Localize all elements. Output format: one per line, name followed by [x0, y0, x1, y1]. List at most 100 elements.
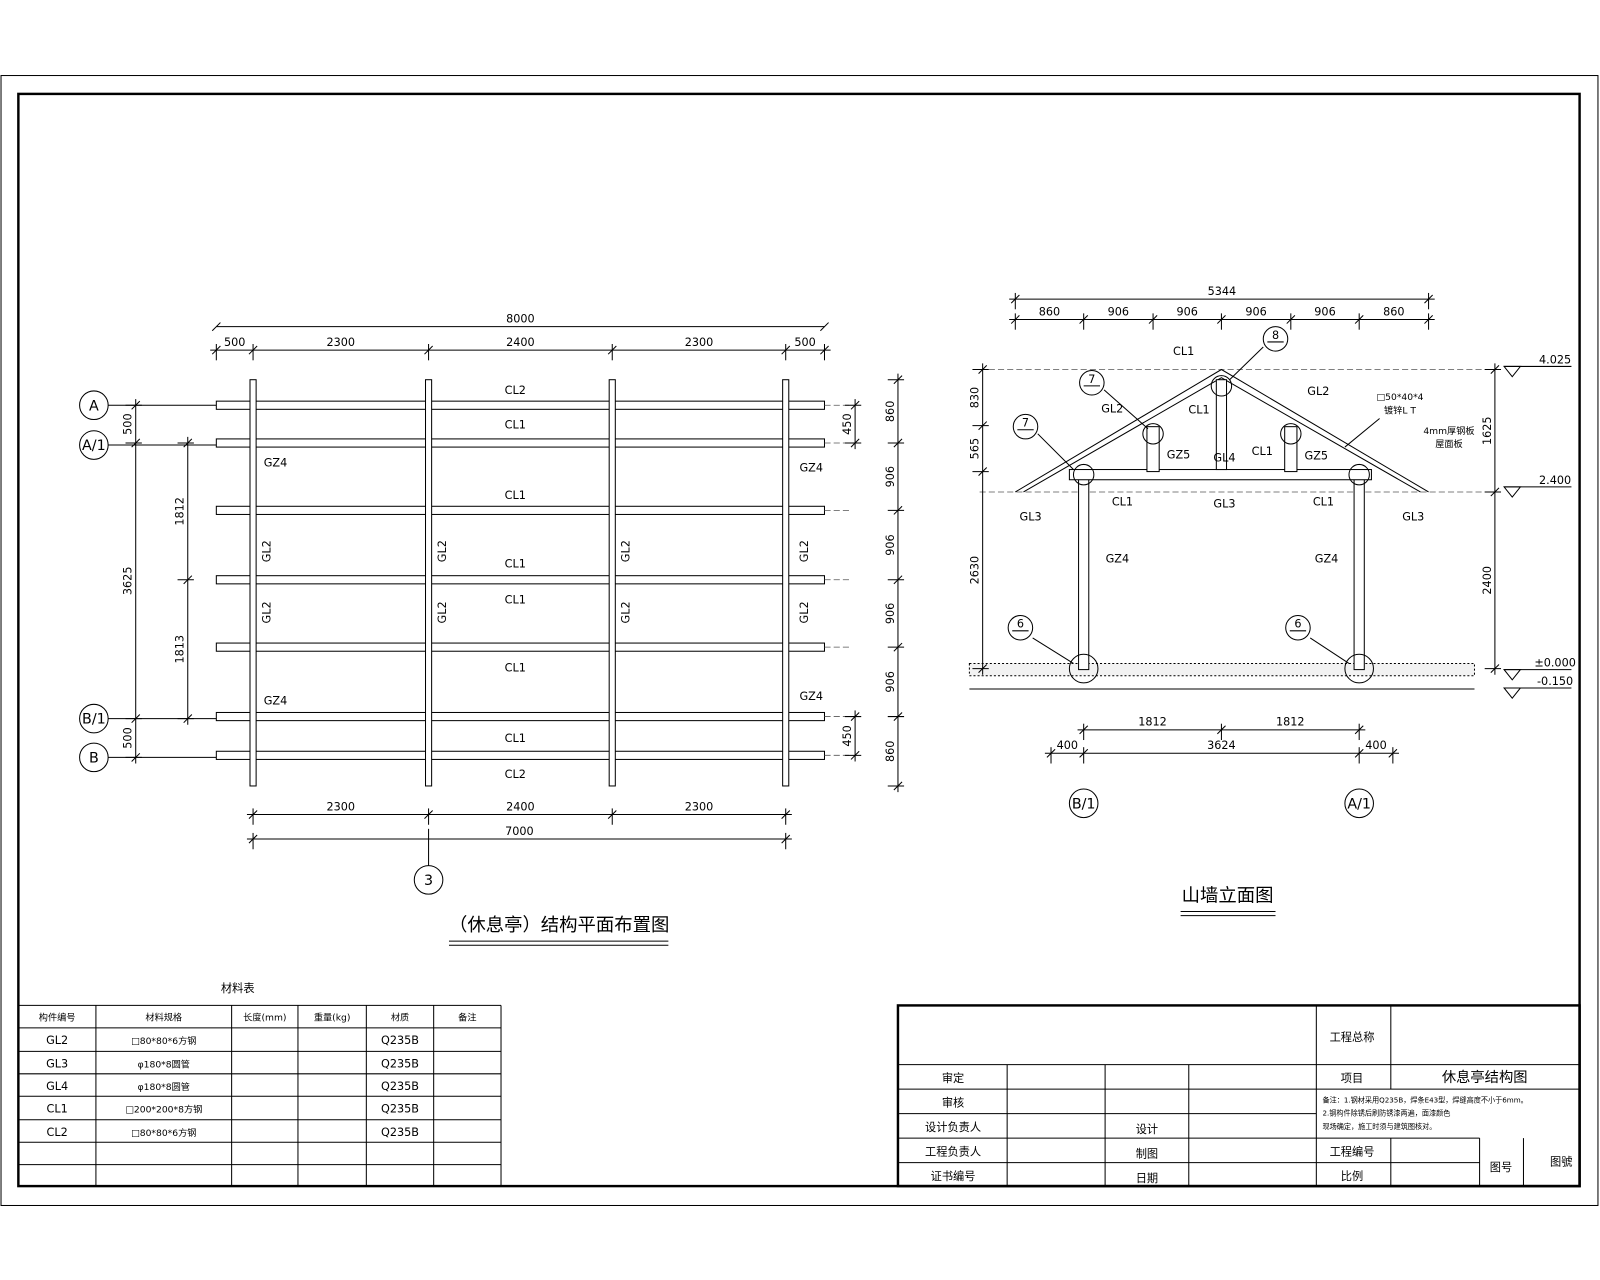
dim-top-text: 2300 — [327, 336, 356, 349]
beam-gl3 — [1068, 469, 1372, 481]
dim-top-total-text: 5344 — [1208, 285, 1237, 298]
dim-top-text: 906 — [1177, 305, 1198, 318]
member-label: GL2 — [1101, 402, 1123, 415]
dim-right-text: 860 — [884, 401, 897, 422]
member-label: CL2 — [505, 768, 526, 781]
beam — [215, 642, 825, 652]
member-label: CL1 — [1173, 345, 1194, 358]
table-cell: Q235B — [381, 1126, 419, 1139]
dim-right-text: 2400 — [1481, 566, 1494, 595]
tb-note1: 备注：1.钢材采用Q235B，焊条E43型，焊缝高度不小于6mm。 — [1322, 1095, 1527, 1104]
dim-top-text: 500 — [794, 336, 815, 349]
detail-circle — [1348, 463, 1370, 486]
dim-right-text: 906 — [884, 603, 897, 624]
member-label: CL1 — [505, 558, 526, 571]
member-label: GL2 — [260, 540, 273, 562]
dim-right-text: 906 — [884, 671, 897, 692]
level-text: 2.400 — [1539, 474, 1571, 487]
note-plate-material: 屋面板 — [1435, 438, 1463, 450]
tb-cert-no: 证书编号 — [931, 1169, 976, 1183]
table-cell: Q235B — [381, 1080, 419, 1093]
note-tube: □50*40*4 — [1376, 392, 1423, 403]
detail-mark-number: 7 — [1022, 417, 1029, 430]
axis-a1-label: A/1 — [1347, 796, 1371, 812]
table-cell: GL4 — [46, 1080, 68, 1093]
dim-tick — [211, 322, 221, 332]
dim-left-inner-text: 1813 — [174, 635, 187, 664]
table-cell: □200*200*8方钢 — [125, 1104, 202, 1116]
table-title: 材料表 — [221, 981, 255, 995]
table-cell: Q235B — [381, 1058, 419, 1071]
member-label: GL2 — [620, 601, 633, 623]
detail-circle — [1210, 375, 1233, 397]
dim-top-text: 906 — [1314, 305, 1335, 318]
table-cell: Q235B — [381, 1103, 419, 1116]
roof-outer — [1015, 368, 1429, 493]
column — [782, 379, 790, 787]
dim-left-text: 3625 — [122, 567, 135, 596]
dim-bottom-total-text: 7000 — [505, 825, 534, 838]
tb-design: 设计 — [1136, 1123, 1158, 1136]
dim-top-text: 906 — [1108, 305, 1129, 318]
tb-item-value: 休息亭结构图 — [1442, 1068, 1528, 1086]
dim-left-text: 500 — [122, 727, 135, 748]
sheet-border-outer — [0, 75, 1599, 1206]
member-label: GL3 — [1213, 497, 1235, 510]
detail-mark — [1262, 326, 1289, 352]
member-label: GZ4 — [264, 694, 288, 707]
dim-right-text: 906 — [884, 466, 897, 487]
title-block-border — [896, 1004, 1581, 1188]
detail-circle — [1280, 423, 1302, 445]
sheet-border-inner — [17, 92, 1581, 1188]
tb-design-lead: 设计负责人 — [925, 1120, 981, 1134]
dim-total-text: 8000 — [506, 313, 535, 326]
dim-right-inner-text: 450 — [841, 725, 854, 746]
tb-item-label: 项目 — [1341, 1072, 1363, 1085]
column-gz4 — [1078, 475, 1090, 671]
column — [249, 379, 257, 787]
table-cell: GL3 — [46, 1058, 68, 1071]
dim-bottom-text: 2400 — [506, 800, 535, 813]
member-label: GL2 — [798, 540, 811, 562]
leader — [1229, 346, 1264, 381]
dim-top-text: 860 — [1383, 305, 1404, 318]
dim-bottom-text: 3624 — [1207, 739, 1236, 752]
tb-note2: 2.钢构件除锈后刷防锈漆两遍，面漆颜色 — [1322, 1109, 1450, 1118]
tb-approve: 审定 — [942, 1071, 964, 1085]
member-label: GZ5 — [1167, 448, 1191, 461]
table-cell: Q235B — [381, 1034, 419, 1047]
member-label: GZ4 — [799, 462, 823, 475]
axis-a1-label: A/1 — [82, 438, 106, 454]
tb-date: 日期 — [1136, 1172, 1158, 1185]
level-text: -0.150 — [1537, 675, 1573, 688]
member-label: CL1 — [505, 419, 526, 432]
table-header: 材料规格 — [145, 1012, 182, 1024]
member-label: CL2 — [505, 384, 526, 397]
dim-bottom-text: 2300 — [327, 800, 356, 813]
table-cell: CL1 — [47, 1103, 68, 1116]
detail-mark — [1012, 413, 1039, 440]
axis-b-label: B — [89, 750, 99, 766]
detail-circle — [1068, 653, 1099, 684]
detail-mark-number: 6 — [1017, 618, 1024, 631]
dim-left-text: 565 — [969, 438, 982, 459]
dim-bottom-inner-text: 1812 — [1138, 716, 1167, 729]
tb-drafting: 制图 — [1136, 1148, 1158, 1161]
table-header: 长度(mm) — [243, 1012, 286, 1024]
note-tube-material: 镀锌L T — [1384, 404, 1416, 416]
member-label: CL1 — [505, 593, 526, 606]
detail-circle — [1072, 463, 1095, 486]
table-cell: φ180*8圆管 — [138, 1059, 190, 1071]
detail-mark — [1079, 370, 1105, 396]
roof-inner — [1023, 377, 1421, 493]
post-gz5 — [1146, 426, 1160, 473]
detail-circle — [1142, 423, 1164, 445]
dim-top-text: 500 — [224, 336, 245, 349]
member-label: GL4 — [1213, 451, 1235, 464]
member-label: GL2 — [436, 540, 449, 562]
member-label: GL2 — [798, 601, 811, 623]
member-label: CL1 — [1313, 495, 1334, 508]
member-label: CL1 — [505, 732, 526, 745]
